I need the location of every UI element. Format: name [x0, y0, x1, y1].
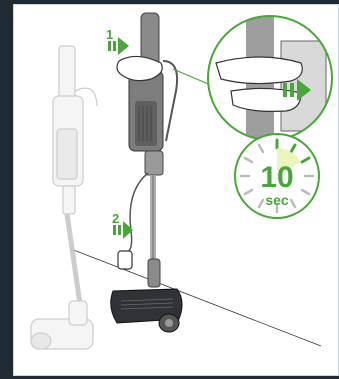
instruction-illustration: 1 2 — [14, 5, 339, 376]
hand-illustration — [117, 56, 162, 80]
instruction-illustration-frame: 1 2 — [13, 4, 339, 376]
page-left-edge — [0, 0, 13, 379]
faded-vacuum — [31, 46, 97, 349]
step-2-number: 2 — [112, 211, 119, 226]
zoom-detail-circle — [206, 11, 336, 151]
timer-unit: sec — [265, 192, 289, 208]
callout-line — [173, 69, 213, 86]
floor-line — [71, 249, 321, 346]
timer-circle: 10 sec — [235, 134, 319, 218]
step-1-number: 1 — [106, 27, 113, 42]
timer-value: 10 — [260, 161, 293, 194]
